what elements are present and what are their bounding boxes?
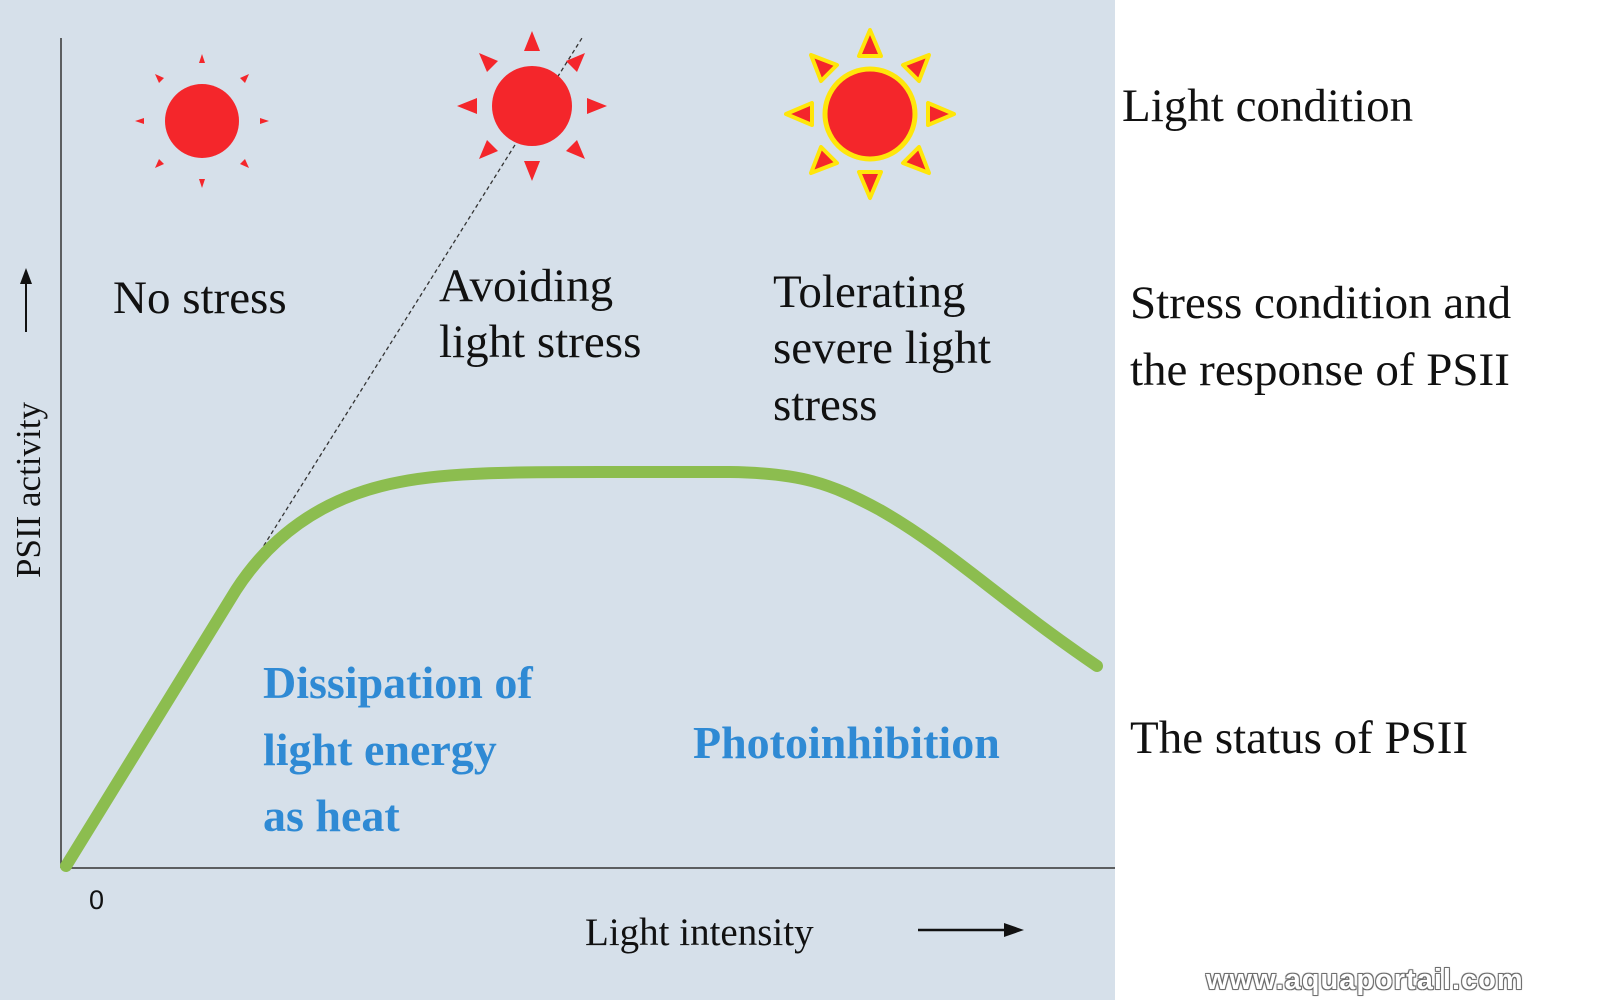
sun-medium-icon [457,31,607,181]
zone-avoiding-line-2: light stress [439,316,642,369]
zone-tolerating-line-2: severe light [773,322,991,375]
zone-avoiding-line-1: Avoiding [439,260,614,312]
psii-activity-curve [60,466,1103,872]
legend-light-condition: Light condition [1122,80,1414,132]
sun-high-icon [784,28,956,200]
sun-low-icon [135,54,269,188]
status-dissipation-line-1: Dissipation of [263,657,533,708]
zone-avoiding: Avoiding light stress [439,258,641,371]
arrow-up-icon [20,268,32,332]
status-dissipation-line-2: light energy [263,723,497,775]
zone-tolerating-line-3: stress [773,378,878,431]
x-axis-label: Light intensity [585,911,814,954]
zone-no-stress: No stress [113,272,287,324]
status-photoinhibition: Photoinhibition [693,717,1000,768]
legend-stress-response: Stress condition and the response of PSI… [1130,270,1511,403]
status-dissipation-line-3: as heat [263,790,400,842]
status-dissipation: Dissipation of light energy as heat [263,650,533,850]
legend-status-psii: The status of PSII [1130,712,1469,764]
y-axis-label: PSII activity [9,402,48,578]
arrow-right-icon [918,923,1024,937]
zone-tolerating: Tolerating severe light stress [773,264,991,433]
legend-stress-response-line-2: the response of PSII [1130,343,1510,396]
plot-panel [0,0,1115,1000]
watermark: www.aquaportail.com [1206,964,1524,996]
legend-stress-response-line-1: Stress condition and [1130,277,1512,329]
origin-label: 0 [89,885,105,915]
zone-tolerating-line-1: Tolerating [773,266,966,318]
